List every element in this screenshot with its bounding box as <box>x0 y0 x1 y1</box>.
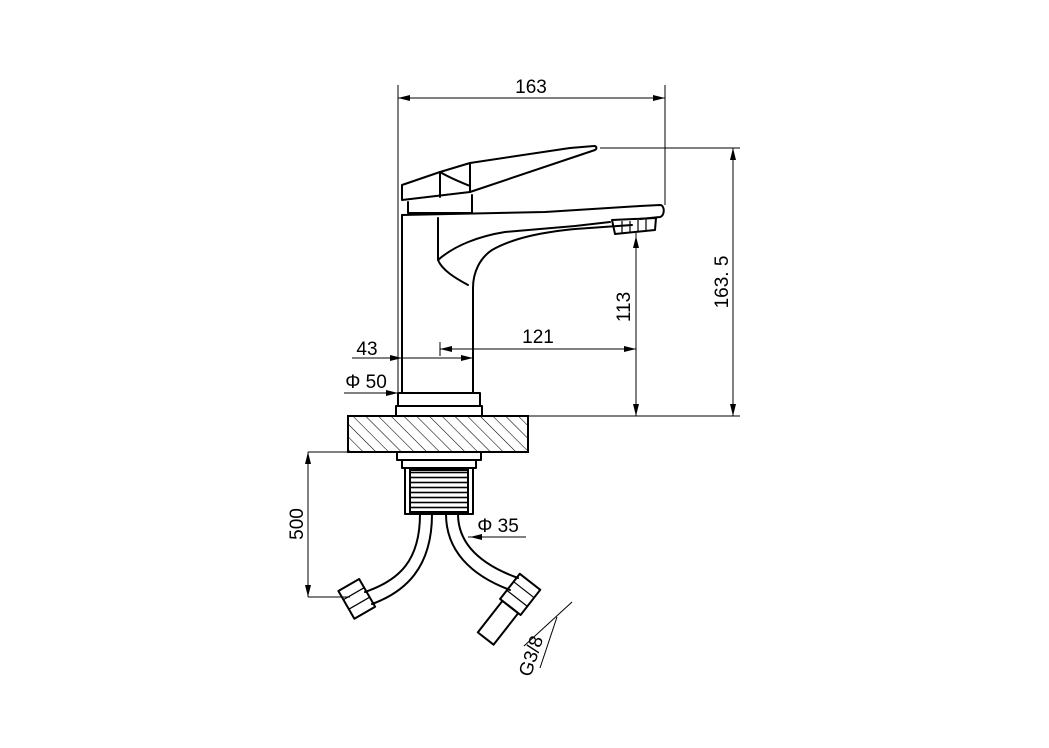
label-overall-height: 163. 5 <box>712 256 733 309</box>
spout-top <box>401 204 665 220</box>
label-spout-height: 113 <box>614 292 635 322</box>
dimension-labels: 163 163. 5 113 121 43 Φ 50 500 Φ 35 G3/8 <box>287 77 733 679</box>
label-shank-diameter: Φ 35 <box>477 516 519 537</box>
faucet-body <box>395 145 665 417</box>
label-hose-thread: G3/8 <box>515 633 548 679</box>
spout-underside <box>437 217 469 286</box>
left-hose-fitting <box>337 578 377 620</box>
dimension-lines <box>305 85 740 669</box>
base-collar <box>397 392 481 407</box>
mounting-shank <box>396 451 482 515</box>
label-base-diameter: Φ 50 <box>345 372 387 393</box>
label-body-offset: 43 <box>356 339 377 360</box>
lever-handle <box>401 145 598 201</box>
supply-hoses <box>337 513 542 646</box>
faucet-column <box>401 214 633 394</box>
right-hose-fitting <box>476 572 542 646</box>
label-overall-width: 163 <box>515 77 547 98</box>
label-spout-reach: 121 <box>522 327 554 348</box>
aerator <box>611 217 657 235</box>
label-hose-length: 500 <box>287 508 308 540</box>
countertop-section <box>347 415 529 453</box>
